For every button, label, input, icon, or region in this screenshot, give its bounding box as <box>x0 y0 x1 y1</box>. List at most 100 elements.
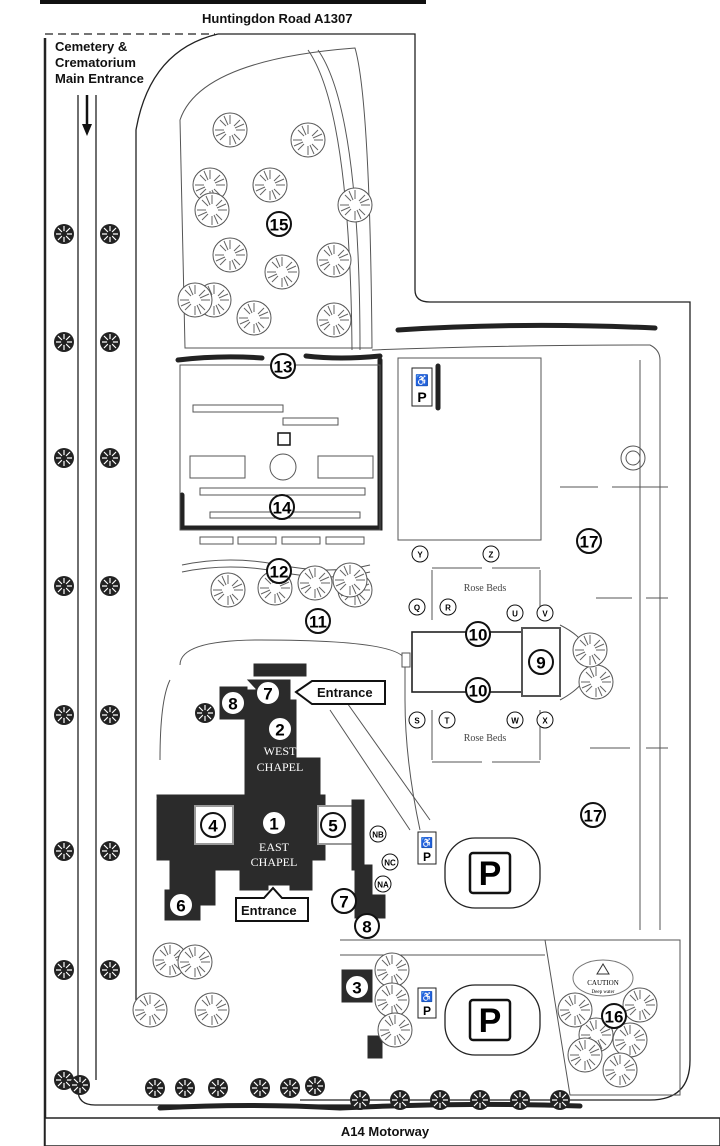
bush <box>99 575 121 597</box>
tree <box>557 992 593 1028</box>
tree <box>252 167 288 203</box>
parking-sign: P <box>479 855 502 893</box>
marker-m12[interactable]: 12 <box>266 558 292 584</box>
marker-m10[interactable]: 10 <box>465 621 491 647</box>
tree <box>236 300 272 336</box>
marker-NC[interactable]: NC <box>381 853 399 871</box>
marker-label: W <box>511 717 519 726</box>
caution-sign: CAUTION Deep water <box>572 959 634 997</box>
bush <box>53 223 75 245</box>
marker-label: 16 <box>605 1008 624 1027</box>
west-chapel-label-1: WEST <box>264 744 297 758</box>
marker-m13[interactable]: 13 <box>270 353 296 379</box>
bush <box>99 447 121 469</box>
tree <box>622 987 658 1023</box>
woodland-path <box>307 49 353 351</box>
bush <box>194 702 216 724</box>
marker-label: S <box>414 717 420 726</box>
tree <box>212 112 248 148</box>
marker-m17[interactable]: 17 <box>576 528 602 554</box>
tree <box>377 1012 413 1048</box>
marker-m5[interactable]: 5 <box>320 812 346 838</box>
bush <box>53 447 75 469</box>
marker-m1[interactable]: 1 <box>261 810 287 836</box>
wheelchair-icon: ♿ <box>421 836 433 849</box>
bush <box>509 1089 531 1111</box>
marker-m8[interactable]: 8 <box>220 690 246 716</box>
woodland-area <box>179 47 373 349</box>
marker-label: NB <box>372 831 384 840</box>
bush <box>99 331 121 353</box>
tree <box>297 565 333 601</box>
east-entrance-callout[interactable]: Entrance <box>235 886 309 922</box>
tree <box>132 992 168 1028</box>
caution-text: Deep water <box>592 990 615 995</box>
marker-m16[interactable]: 16 <box>601 1003 627 1029</box>
bush <box>99 704 121 726</box>
west-chapel-label-2: CHAPEL <box>257 760 304 774</box>
bush <box>53 331 75 353</box>
marker-m17[interactable]: 17 <box>580 802 606 828</box>
marker-m2[interactable]: 2 <box>267 716 293 742</box>
marker-m8[interactable]: 8 <box>354 913 380 939</box>
bush <box>53 840 75 862</box>
marker-U[interactable]: U <box>506 604 524 622</box>
tree <box>602 1052 638 1088</box>
marker-m15[interactable]: 15 <box>266 211 292 237</box>
marker-label: 2 <box>275 721 284 740</box>
marker-m7[interactable]: 7 <box>331 888 357 914</box>
marker-m9[interactable]: 9 <box>528 649 554 675</box>
marker-label: 12 <box>270 563 289 582</box>
tree <box>337 187 373 223</box>
marker-T[interactable]: T <box>438 711 456 729</box>
marker-R[interactable]: R <box>439 598 457 616</box>
marker-label: 4 <box>208 817 218 836</box>
marker-label: 10 <box>469 626 488 645</box>
entrance-label: Entrance <box>241 903 297 918</box>
main-entrance-line2: Crematorium <box>55 55 136 70</box>
arrow-head-icon <box>82 124 92 136</box>
east-chapel-label-1: EAST <box>259 840 290 854</box>
marker-m11[interactable]: 11 <box>305 608 331 634</box>
marker-NA[interactable]: NA <box>374 875 392 893</box>
tree <box>332 562 368 598</box>
marker-X[interactable]: X <box>536 711 554 729</box>
main-entrance-line3: Main Entrance <box>55 71 144 86</box>
marker-Q[interactable]: Q <box>408 598 426 616</box>
marker-m6[interactable]: 6 <box>168 892 194 918</box>
tree <box>316 242 352 278</box>
car-park-north[interactable]: P <box>444 837 541 909</box>
car-park-south[interactable]: P <box>444 984 541 1056</box>
marker-label: T <box>445 717 450 726</box>
tree <box>194 192 230 228</box>
hedges <box>157 322 658 1111</box>
marker-m4[interactable]: 4 <box>200 812 226 838</box>
marker-NB[interactable]: NB <box>369 825 387 843</box>
marker-m14[interactable]: 14 <box>269 494 295 520</box>
marker-label: 3 <box>352 979 361 998</box>
marker-m10[interactable]: 10 <box>465 677 491 703</box>
bush <box>304 1075 326 1097</box>
tree <box>177 282 213 318</box>
bush <box>279 1077 301 1099</box>
marker-V[interactable]: V <box>536 604 554 622</box>
rose-beds-south-label: Rose Beds <box>464 733 507 744</box>
marker-Z[interactable]: Z <box>482 545 500 563</box>
bush <box>249 1077 271 1099</box>
trees <box>53 112 658 1111</box>
wheelchair-icon: ♿ <box>415 374 429 387</box>
marker-Y[interactable]: Y <box>411 545 429 563</box>
rose-beds-north-label: Rose Beds <box>464 583 507 594</box>
marker-label: R <box>445 604 451 613</box>
marker-m3[interactable]: 3 <box>344 974 370 1000</box>
bush <box>53 959 75 981</box>
marker-m7[interactable]: 7 <box>255 680 281 706</box>
marker-S[interactable]: S <box>408 711 426 729</box>
marker-W[interactable]: W <box>506 711 524 729</box>
bush <box>144 1077 166 1099</box>
tree <box>210 572 246 608</box>
west-entrance-callout[interactable]: Entrance <box>294 680 386 705</box>
marker-label: 8 <box>362 918 371 937</box>
